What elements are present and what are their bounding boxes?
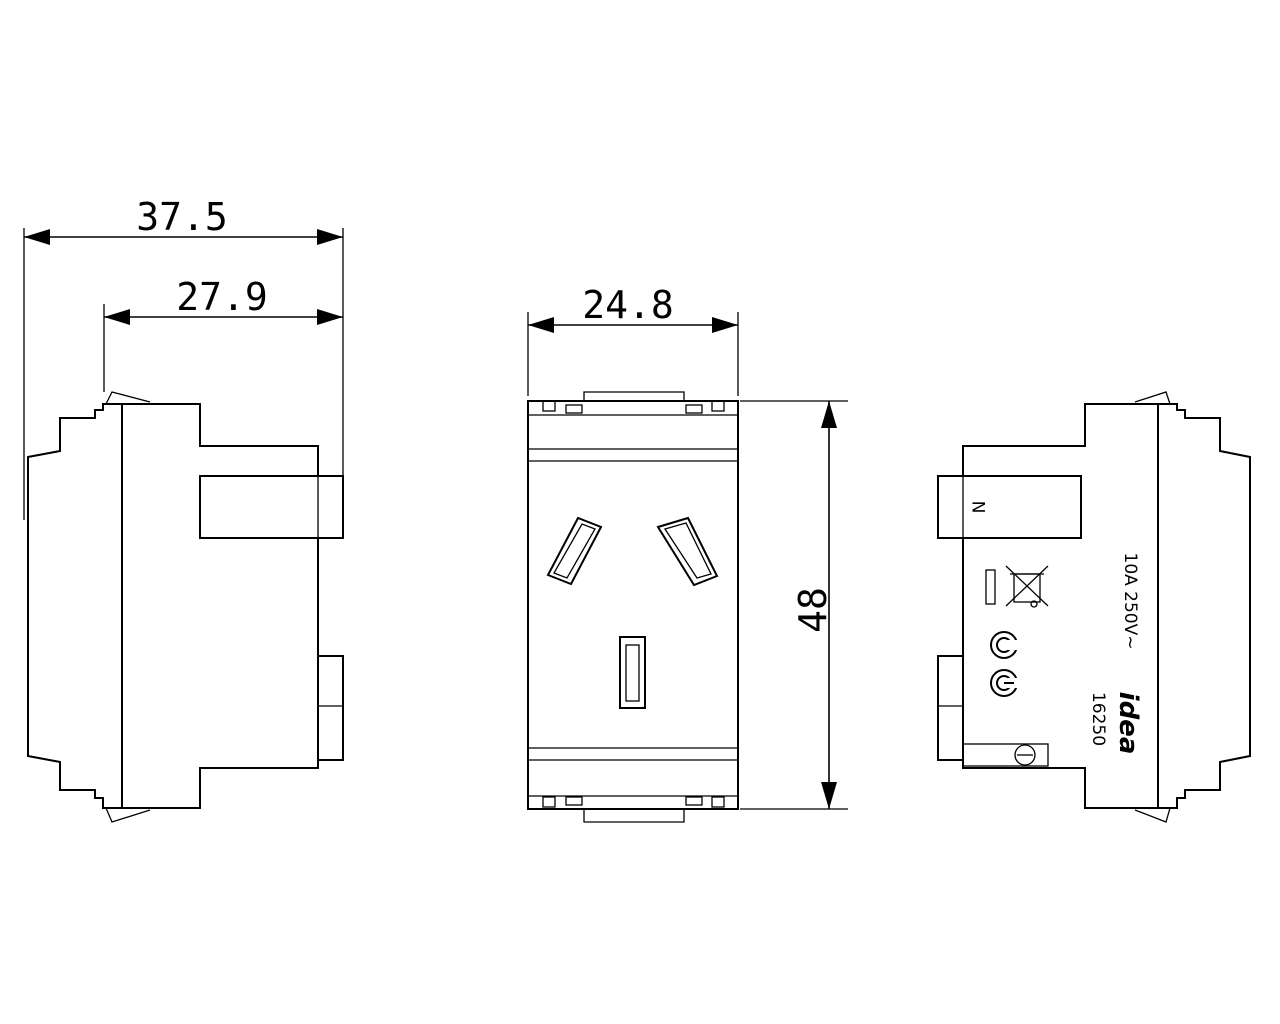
weee-bin-icon <box>1005 565 1049 608</box>
brand-logo: idea <box>1113 692 1143 755</box>
dimension-body-depth: 27.9 <box>104 275 343 325</box>
socket-pin-right <box>656 516 719 587</box>
ce-mark-icon <box>990 631 1019 697</box>
left-side-view <box>23 228 344 823</box>
front-view <box>527 391 739 823</box>
right-side-view: N 10A 250V~ idea 16250 <box>937 391 1251 823</box>
dimension-overall-depth-label: 37.5 <box>136 195 228 239</box>
dimension-width-label: 24.8 <box>582 283 674 327</box>
dimension-height-label: 48 <box>791 587 835 633</box>
socket-pin-earth <box>619 636 646 709</box>
terminal-screw <box>962 743 1049 767</box>
dimension-width: 24.8 <box>527 283 739 396</box>
bar-symbol <box>985 569 996 605</box>
dimension-overall-depth: 37.5 <box>24 195 343 245</box>
socket-pin-left <box>546 516 603 586</box>
rating-label: 10A 250V~ <box>1120 553 1140 650</box>
dimension-body-depth-label: 27.9 <box>176 275 268 319</box>
model-number-label: 16250 <box>1088 692 1108 746</box>
dimension-height: 48 <box>740 400 848 810</box>
neutral-terminal-label: N <box>970 501 990 514</box>
